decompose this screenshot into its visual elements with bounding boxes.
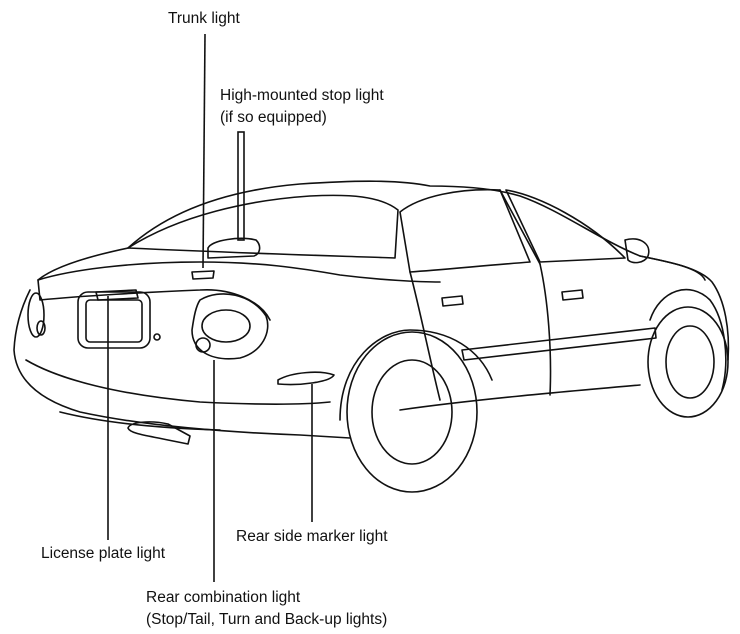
label-rear-combo-line2: (Stop/Tail, Turn and Back-up lights) — [146, 611, 388, 628]
b-pillar — [499, 189, 541, 265]
trunk-lid — [37, 247, 271, 321]
front-tire — [647, 306, 729, 418]
car-drawing — [13, 180, 730, 493]
side-molding — [461, 327, 657, 361]
front-door-line — [539, 263, 552, 396]
label-license-plate: License plate light — [41, 545, 166, 562]
side-window-rear — [399, 188, 531, 273]
door-handle-rear — [441, 295, 464, 307]
rear-rim — [371, 359, 453, 465]
left-tail-light — [27, 292, 45, 338]
trunk-lock — [153, 333, 161, 341]
front-fender — [639, 255, 730, 361]
license-plate-recess — [77, 291, 151, 349]
high-mount-stop-light — [207, 237, 261, 259]
rear-wheel-arch — [339, 329, 493, 421]
rear-tire — [346, 331, 478, 493]
leader-high-stop-bar — [237, 131, 245, 241]
license-plate — [85, 299, 143, 343]
bumper-lower — [59, 411, 221, 431]
combo-lens-lower — [195, 337, 211, 353]
label-high-stop-line2: (if so equipped) — [220, 109, 327, 126]
leader-trunk-light — [202, 33, 206, 269]
rear-body — [13, 289, 351, 439]
rear-combination-light — [191, 293, 269, 360]
side-window-front — [505, 189, 626, 263]
combo-lens-upper — [201, 309, 251, 343]
license-light-housing — [95, 289, 139, 301]
door-handle-front — [561, 289, 584, 301]
label-trunk-light: Trunk light — [168, 10, 240, 27]
side-mirror — [624, 238, 650, 264]
trunk-light-lens — [191, 270, 215, 280]
left-tail-light-inner — [36, 320, 46, 336]
rear-window — [127, 194, 399, 259]
rocker — [399, 384, 641, 411]
front-wheel-arch — [649, 288, 727, 391]
label-rear-combo-line1: Rear combination light — [146, 589, 301, 606]
label-high-stop-line1: High-mounted stop light — [220, 87, 384, 104]
roof-outline — [127, 180, 706, 281]
front-rim — [665, 325, 715, 399]
rear-bumper — [25, 359, 331, 406]
rear-side-marker — [277, 371, 335, 386]
exhaust — [127, 421, 191, 445]
rear-deck — [37, 261, 441, 283]
label-rear-side-marker: Rear side marker light — [236, 528, 388, 545]
rear-door — [409, 271, 441, 401]
leader-lines — [107, 33, 313, 582]
